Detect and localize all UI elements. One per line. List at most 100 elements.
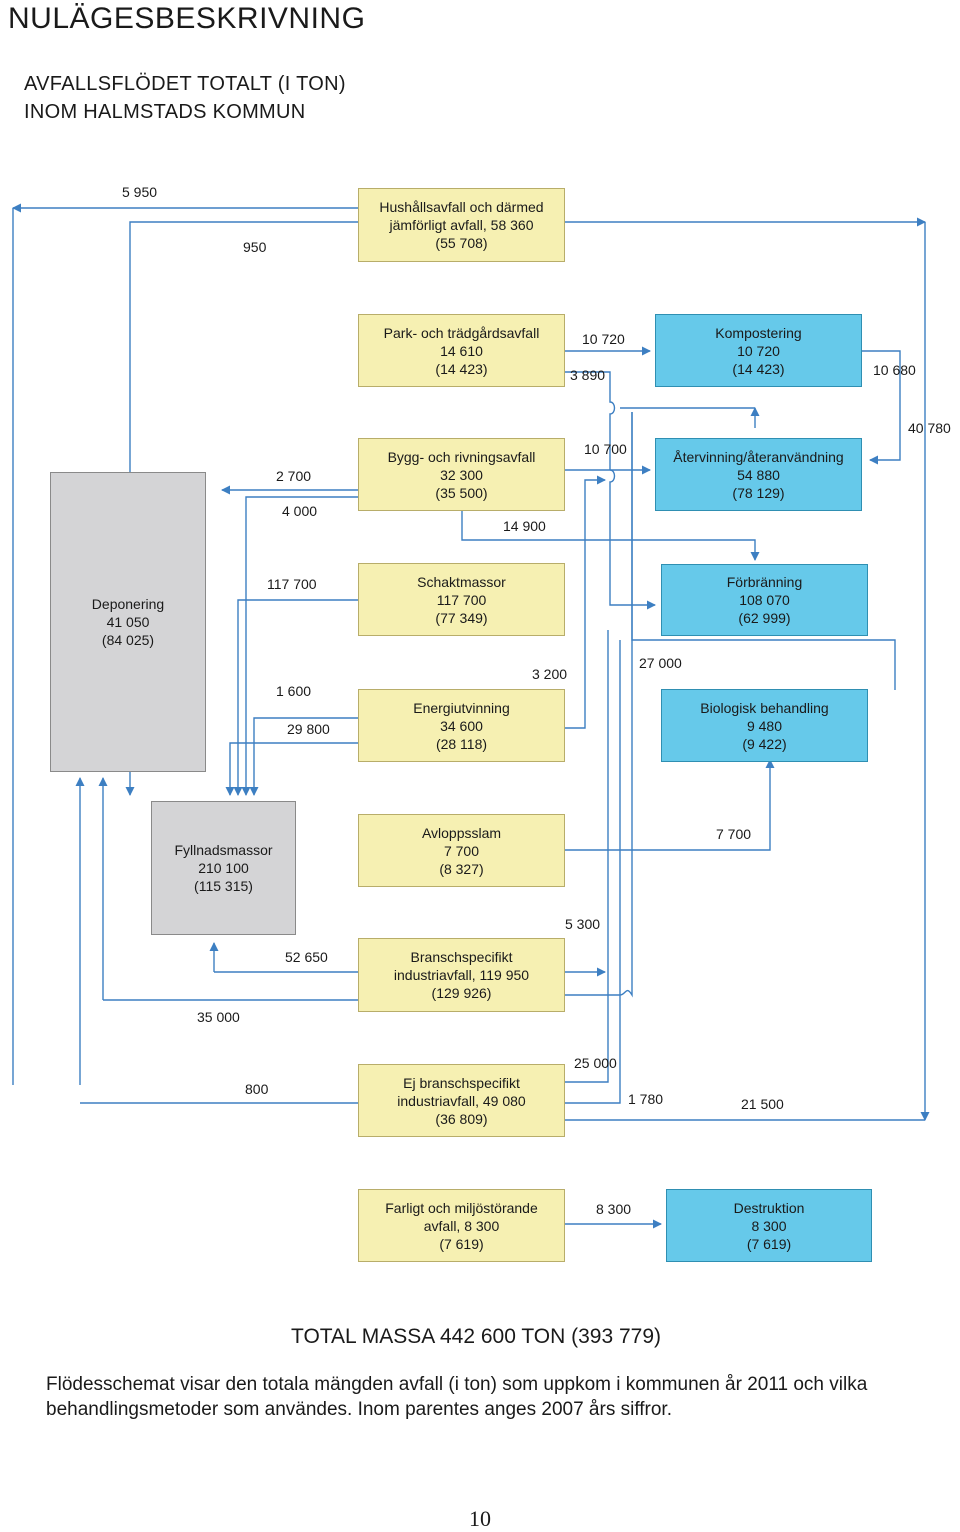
- arrow-park-3890: [565, 371, 616, 470]
- box-avlopp-line1: Avloppsslam: [421, 824, 502, 841]
- box-atervinning-line2: 54 880: [737, 466, 780, 483]
- box-hushallsavfall-line3: (55 708): [435, 235, 488, 251]
- box-park-line2: 14 610: [440, 342, 483, 359]
- arrow-avlopp-7700: [565, 759, 775, 851]
- arrow-energi-29800: [225, 742, 358, 796]
- flow-label-117700: 117 700: [267, 576, 317, 592]
- box-bygg-line3: (35 500): [435, 484, 488, 501]
- flow-label-2700: 2 700: [276, 468, 312, 484]
- flow-label-8300: 8 300: [596, 1201, 632, 1217]
- box-farligt-line1: Farligt och miljöstörande: [385, 1199, 538, 1216]
- flow-label-27000: 27 000: [639, 655, 682, 671]
- box-park-line3: (14 423): [435, 360, 488, 377]
- box-ej-branschspecifikt: Ej branschspecifikt industriavfall, 49 0…: [358, 1064, 565, 1137]
- box-bransch-line1: Branschspecifikt: [410, 949, 513, 965]
- box-bygg-rivning: Bygg- och rivningsavfall 32 300 (35 500): [358, 438, 565, 511]
- box-farligt-avfall: Farligt och miljöstörande avfall, 8 300 …: [358, 1189, 565, 1262]
- diagram-title-line1: AVFALLSFLÖDET TOTALT (I TON): [24, 73, 346, 95]
- flow-label-40780: 40 780: [908, 420, 951, 436]
- box-deponering-line3: (84 025): [101, 632, 155, 648]
- arrow-energi-3200: [565, 475, 606, 729]
- box-forbranning-line2: 108 070: [739, 592, 790, 608]
- box-biologisk-behandling: Biologisk behandling 9 480 (9 422): [661, 689, 868, 762]
- box-ejbransch-line1: Ej branschspecifikt: [403, 1074, 520, 1091]
- arrow-ejbransch-25000: [565, 630, 609, 1083]
- box-ejbransch-line3: (36 809): [435, 1110, 488, 1127]
- box-deponering-line1: Deponering: [91, 596, 165, 612]
- flow-label-14900: 14 900: [503, 518, 546, 534]
- box-fyllnad-line3: (115 315): [194, 878, 253, 894]
- flow-label-29800: 29 800: [287, 721, 330, 737]
- box-hushallsavfall: Hushållsavfall och därmed jämförligt avf…: [358, 188, 565, 262]
- arrow-bygg-4000: [241, 496, 358, 796]
- flow-label-1780: 1 780: [628, 1091, 664, 1107]
- box-kompost-line1: Kompostering: [715, 324, 802, 341]
- arrow-kompost-10680: [862, 350, 901, 465]
- box-deponering: Deponering 41 050 (84 025): [50, 472, 206, 772]
- arrow-schakt-to-fyllnad: [233, 599, 358, 796]
- box-kompost-line2: 10 720: [737, 342, 780, 359]
- box-schaktmassor: Schaktmassor 117 700 (77 349): [358, 563, 565, 636]
- box-bransch-line3: (129 926): [431, 985, 492, 1001]
- flow-label-35000: 35 000: [197, 1009, 240, 1025]
- box-avlopp-line2: 7 700: [443, 842, 480, 859]
- flow-label-10680: 10 680: [873, 362, 916, 378]
- flow-label-5300: 5 300: [565, 916, 601, 932]
- flow-label-10700: 10 700: [584, 441, 627, 457]
- box-fyllnad-line2: 210 100: [198, 860, 249, 876]
- box-atervinning: Återvinning/återanvändning 54 880 (78 12…: [655, 438, 862, 511]
- box-atervinning-line1: Återvinning/återanvändning: [673, 448, 844, 465]
- arrow-bransch-right: [565, 412, 633, 998]
- box-atervinning-line3: (78 129): [732, 484, 785, 501]
- box-bygg-line1: Bygg- och rivningsavfall: [387, 448, 536, 465]
- box-schakt-line1: Schaktmassor: [417, 573, 506, 590]
- box-schakt-line3: (77 349): [435, 609, 488, 626]
- flow-label-21500: 21 500: [741, 1096, 784, 1112]
- flow-arrows: [12, 203, 930, 1229]
- box-deponering-line2: 41 050: [106, 614, 150, 630]
- box-farligt-line3: (7 619): [439, 1235, 484, 1252]
- flow-label-52650: 52 650: [285, 949, 328, 965]
- arrow-bygg-14900: [461, 511, 760, 561]
- page-number: 10: [469, 1506, 491, 1531]
- box-bransch-line2: industriavfall, 119 950: [393, 967, 530, 983]
- box-kompostering: Kompostering 10 720 (14 423): [655, 314, 862, 387]
- flow-label-3890: 3 890: [570, 367, 606, 383]
- flow-label-3200: 3 200: [532, 666, 568, 682]
- box-park-tradgard: Park- och trädgårdsavfall 14 610 (14 423…: [358, 314, 565, 387]
- box-avloppsslam: Avloppsslam 7 700 (8 327): [358, 814, 565, 887]
- box-biologisk-line2: 9 480: [746, 717, 783, 734]
- box-kompost-line3: (14 423): [732, 360, 785, 377]
- total-mass: TOTAL MASSA 442 600 TON (393 779): [291, 1325, 662, 1348]
- box-schakt-line2: 117 700: [436, 591, 487, 608]
- flow-label-4000: 4 000: [282, 503, 318, 519]
- box-forbranning: Förbränning 108 070 (62 999): [661, 564, 868, 636]
- box-hushallsavfall-line1: Hushållsavfall och därmed: [379, 199, 544, 215]
- figure-caption: Flödesschemat visar den totala mängden a…: [46, 1374, 868, 1420]
- page-heading: NULÄGESBESKRIVNING: [8, 2, 366, 35]
- arrow-ejbransch-1780: [565, 640, 621, 1104]
- flow-label-10720: 10 720: [582, 331, 625, 347]
- arrow-energi-1600: [249, 717, 358, 796]
- box-energi-line3: (28 118): [435, 735, 488, 752]
- box-energi-line1: Energiutvinning: [413, 699, 510, 716]
- box-fyllnadsmassor: Fyllnadsmassor 210 100 (115 315): [151, 801, 296, 935]
- box-branschspecifikt: Branschspecifikt industriavfall, 119 950…: [358, 938, 565, 1012]
- box-hushallsavfall-line2: jämförligt avfall, 58 360: [389, 217, 534, 233]
- flow-label-800: 800: [245, 1081, 269, 1097]
- box-destruktion-line2: 8 300: [751, 1217, 787, 1234]
- box-biologisk-line3: (9 422): [742, 735, 787, 752]
- box-energi-line2: 34 600: [440, 717, 483, 734]
- flow-label-5950: 5 950: [122, 184, 158, 200]
- box-energiutvinning: Energiutvinning 34 600 (28 118): [358, 689, 565, 762]
- flow-label-7700: 7 700: [716, 826, 752, 842]
- box-biologisk-line1: Biologisk behandling: [700, 699, 829, 716]
- box-forbranning-line1: Förbränning: [726, 574, 803, 590]
- box-destruktion-line1: Destruktion: [733, 1199, 805, 1216]
- diagram-title-line2: INOM HALMSTADS KOMMUN: [24, 101, 306, 123]
- box-fyllnad-line1: Fyllnadsmassor: [174, 842, 273, 858]
- box-ejbransch-line2: industriavfall, 49 080: [397, 1092, 526, 1109]
- box-destruktion-line3: (7 619): [746, 1235, 792, 1252]
- box-forbranning-line3: (62 999): [738, 610, 791, 626]
- box-avlopp-line3: (8 327): [439, 860, 484, 877]
